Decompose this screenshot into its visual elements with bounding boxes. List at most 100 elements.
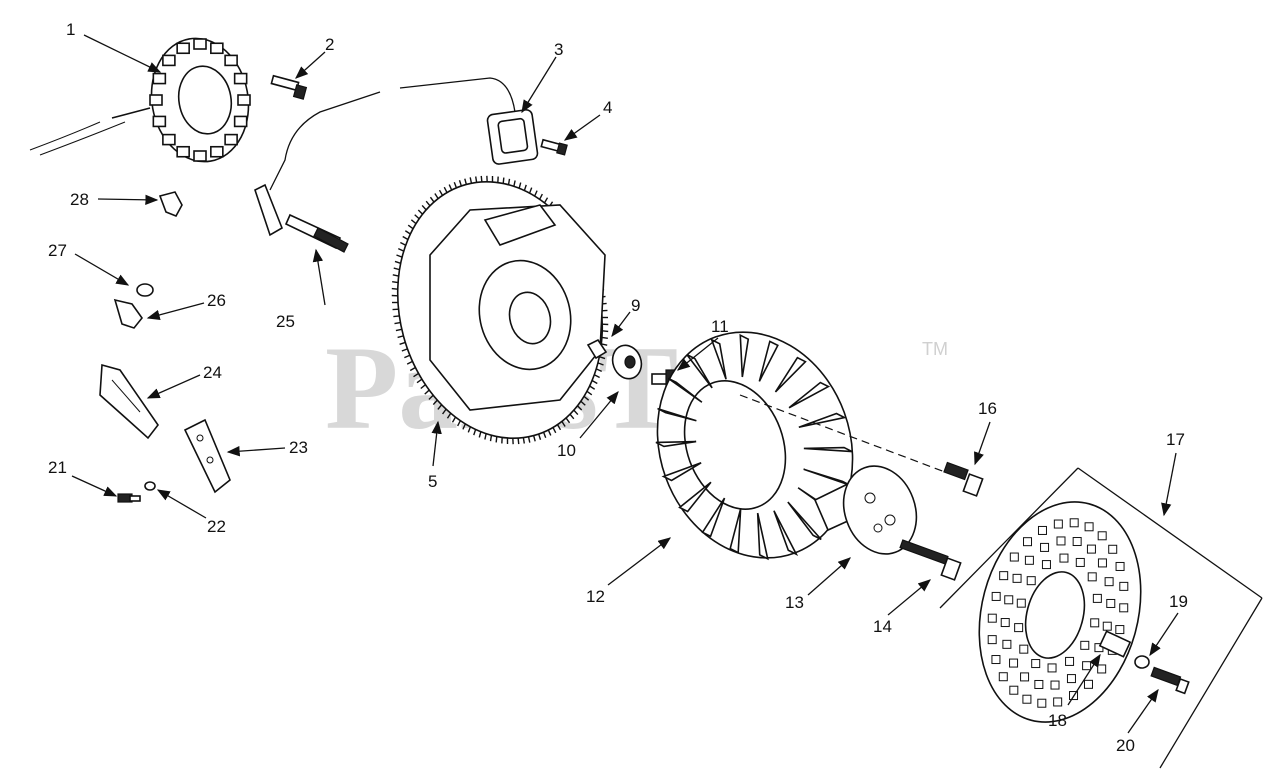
screen-cell — [1023, 537, 1033, 547]
screen-cell — [1020, 672, 1030, 682]
fan-blade — [739, 333, 750, 378]
screen-cell — [1053, 519, 1063, 529]
screen-cell — [1000, 618, 1010, 628]
callout-11: 11 — [711, 317, 729, 336]
screen-cell — [1083, 679, 1093, 689]
callout-13: 13 — [785, 593, 804, 612]
gear-tooth — [406, 360, 413, 365]
screen-cell — [1097, 531, 1107, 541]
gear-tooth — [434, 193, 439, 199]
gear-tooth — [576, 405, 583, 411]
gear-tooth — [393, 267, 400, 271]
gear-tooth — [539, 193, 543, 200]
screen-cell — [1031, 659, 1041, 669]
gear-tooth — [429, 196, 435, 203]
gear-tooth — [533, 190, 538, 197]
part-screw-20 — [1150, 666, 1190, 695]
gear-tooth — [591, 379, 598, 385]
fan-blade — [758, 340, 779, 382]
gear-tooth — [495, 436, 498, 443]
callout-25: 25 — [276, 312, 295, 331]
gear-tooth — [469, 177, 473, 184]
callout-3: 3 — [554, 40, 563, 59]
fan-blade — [803, 468, 851, 487]
screen-cell — [1106, 598, 1116, 608]
gear-tooth — [391, 287, 398, 290]
callout-9: 9 — [631, 296, 640, 315]
screen-cell — [1115, 561, 1125, 571]
callout-21: 21 — [48, 458, 67, 477]
gear-tooth — [517, 438, 520, 445]
screen-cell — [1065, 656, 1075, 666]
gear-tooth — [397, 248, 405, 252]
screen-cell — [987, 635, 997, 645]
screen-cell — [1009, 658, 1019, 668]
part-ignition-module — [254, 77, 539, 237]
screen-cell — [1037, 698, 1047, 708]
gear-tooth — [392, 274, 399, 277]
screen-cell — [1014, 623, 1024, 633]
gear-tooth — [522, 437, 525, 444]
fan-blade — [667, 377, 703, 403]
stator-tooth — [210, 42, 224, 55]
gear-tooth — [547, 429, 552, 436]
gear-tooth — [425, 200, 431, 207]
gear-tooth — [542, 431, 547, 439]
part-fan — [655, 331, 854, 561]
part-spark-plug — [284, 213, 349, 253]
part-screen-assembly — [939, 467, 1263, 769]
callout-18: 18 — [1048, 711, 1067, 730]
fan-blade — [803, 446, 853, 453]
gear-tooth — [394, 260, 401, 264]
gear-tooth — [569, 413, 575, 420]
screen-cell — [1119, 603, 1129, 613]
screen-cell — [1034, 679, 1044, 689]
screen-cell — [991, 591, 1001, 601]
callout-12: 12 — [586, 587, 605, 606]
stator-tooth — [224, 133, 238, 146]
gear-tooth — [502, 177, 505, 184]
gear-tooth — [410, 219, 417, 225]
gear-tooth — [589, 385, 596, 390]
gear-tooth — [583, 395, 590, 401]
screen-cell — [1097, 664, 1107, 674]
fan-blade — [788, 381, 831, 409]
gear-tooth — [586, 390, 593, 396]
gear-tooth — [602, 330, 609, 333]
part-clip-28 — [158, 191, 183, 218]
gear-tooth — [424, 389, 430, 395]
callout-10: 10 — [557, 441, 576, 460]
part-key-9 — [586, 338, 608, 360]
gear-tooth — [597, 362, 604, 366]
callout-28: 28 — [70, 190, 89, 209]
screen-cell — [1115, 625, 1125, 635]
gear-tooth — [532, 435, 536, 442]
screen-cell — [1053, 697, 1063, 707]
part-bolt-2 — [270, 74, 308, 100]
screen-cell — [1022, 694, 1032, 704]
screen-cell — [1090, 618, 1100, 628]
screen-cell — [1009, 685, 1019, 695]
gear-tooth — [421, 204, 427, 211]
stator-tooth — [237, 94, 251, 106]
callout-1: 1 — [66, 20, 75, 39]
part-plate-23 — [183, 418, 231, 494]
fan-blade — [657, 407, 697, 422]
gear-tooth — [565, 417, 571, 424]
fan-blade — [787, 501, 822, 541]
gear-tooth — [397, 335, 404, 339]
gear-tooth — [432, 399, 438, 406]
gear-tooth — [442, 408, 447, 415]
callout-17: 17 — [1166, 430, 1185, 449]
screen-cell — [1012, 573, 1022, 583]
fan-blade — [729, 508, 742, 554]
fan-blade — [710, 338, 727, 380]
screen-cell — [1026, 576, 1036, 586]
screen-cell — [1069, 518, 1079, 528]
gear-tooth — [404, 354, 411, 359]
screen-cell — [1047, 663, 1057, 673]
gear-tooth — [395, 328, 402, 332]
part-flywheel — [391, 175, 609, 445]
watermark-trademark: TM — [922, 339, 948, 359]
screen-cell — [1056, 536, 1066, 546]
